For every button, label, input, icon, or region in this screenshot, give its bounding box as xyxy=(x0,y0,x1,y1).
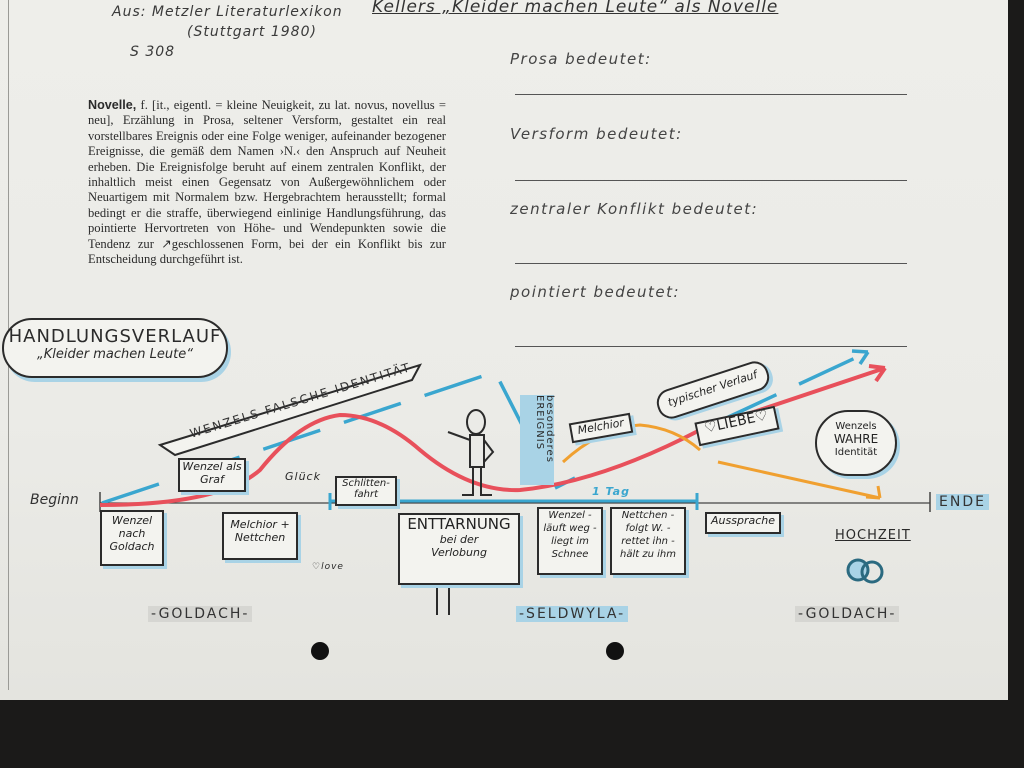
question-versform: Versform bedeutet: xyxy=(510,125,683,143)
punch-hole xyxy=(311,642,329,660)
box-nettchen-folgt: Nettchen -folgt W. -rettet ihn -hält zu … xyxy=(610,507,686,575)
worksheet-paper: Aus: Metzler Literaturlexikon (Stuttgart… xyxy=(0,0,1008,700)
punch-hole xyxy=(606,642,624,660)
title-cloud: HANDLUNGSVERLAUF „Kleider machen Leute“ xyxy=(2,318,228,378)
page-title: Kellers „Kleider machen Leute“ als Novel… xyxy=(372,0,779,17)
answer-line[interactable] xyxy=(515,346,907,347)
diagram-subtitle: „Kleider machen Leute“ xyxy=(37,347,193,362)
banner-arrow xyxy=(157,363,423,457)
bubble-line: Wenzels xyxy=(835,421,877,432)
enttarnung-sublabel: bei der Verlobung xyxy=(431,533,487,559)
place-goldach-end: -GOLDACH- xyxy=(795,606,900,622)
love-label: love xyxy=(321,562,344,572)
orange-arrowhead xyxy=(865,485,882,500)
box-wenzel-goldach: Wenzel nach Goldach xyxy=(100,510,164,566)
wedding-rings-icon xyxy=(846,558,884,584)
answer-line[interactable] xyxy=(515,180,907,181)
sign-post xyxy=(436,585,450,615)
answer-line[interactable] xyxy=(515,94,907,95)
box-enttarnung: ENTTARNUNG bei der Verlobung xyxy=(398,513,520,585)
source-line: S 308 xyxy=(130,44,176,60)
enttarnung-label: ENTTARNUNG xyxy=(407,515,511,533)
dictionary-text: f. [it., eigentl. = kleine Neuigkeit, zu… xyxy=(88,98,446,267)
answer-line[interactable] xyxy=(515,263,907,264)
glueck-label: Glück xyxy=(285,470,321,483)
box-wenzel-laeuft: Wenzel -läuft weg -liegt im Schnee xyxy=(537,507,603,575)
end-label: ENDE xyxy=(936,494,989,510)
source-note: Aus: Metzler Literaturlexikon (Stuttgart… xyxy=(112,2,343,62)
stick-figure xyxy=(447,409,495,496)
bubble-line: Identität xyxy=(834,447,878,458)
box-melchior-nettchen: Melchior + Nettchen xyxy=(222,512,298,560)
question-pointiert: pointiert bedeutet: xyxy=(510,283,681,301)
box-wenzel-graf: Wenzel als Graf xyxy=(178,458,246,492)
source-line: Aus: Metzler Literaturlexikon xyxy=(112,4,343,20)
besonderes-ereignis-label: besonderes EREIGNIS xyxy=(520,395,555,485)
question-konflikt: zentraler Konflikt bedeutet: xyxy=(510,200,759,218)
red-arrowhead xyxy=(868,364,887,383)
question-prosa: Prosa bedeutet: xyxy=(510,50,652,68)
blue-arrowhead xyxy=(851,349,870,365)
bubble-line: WAHRE xyxy=(833,432,879,446)
wahre-identitaet-bubble: Wenzels WAHRE Identität xyxy=(815,410,897,476)
place-seldwyla: -SELDWYLA- xyxy=(516,606,629,622)
box-aussprache: Aussprache xyxy=(705,512,781,534)
one-day-label: 1 Tag xyxy=(592,485,630,498)
start-label: Beginn xyxy=(30,492,79,508)
hochzeit-label: HOCHZEIT xyxy=(835,528,911,543)
heart-love-icon: ♡love xyxy=(312,562,344,572)
box-schlittenfahrt: Schlitten-fahrt xyxy=(335,476,397,506)
place-goldach-start: -GOLDACH- xyxy=(148,606,253,622)
diagram-title: HANDLUNGSVERLAUF xyxy=(8,326,222,347)
dictionary-entry: Novelle, f. [it., eigentl. = kleine Neui… xyxy=(88,98,446,267)
orange-curve xyxy=(561,423,881,500)
dictionary-headword: Novelle, xyxy=(88,98,137,112)
source-line: (Stuttgart 1980) xyxy=(187,24,317,40)
